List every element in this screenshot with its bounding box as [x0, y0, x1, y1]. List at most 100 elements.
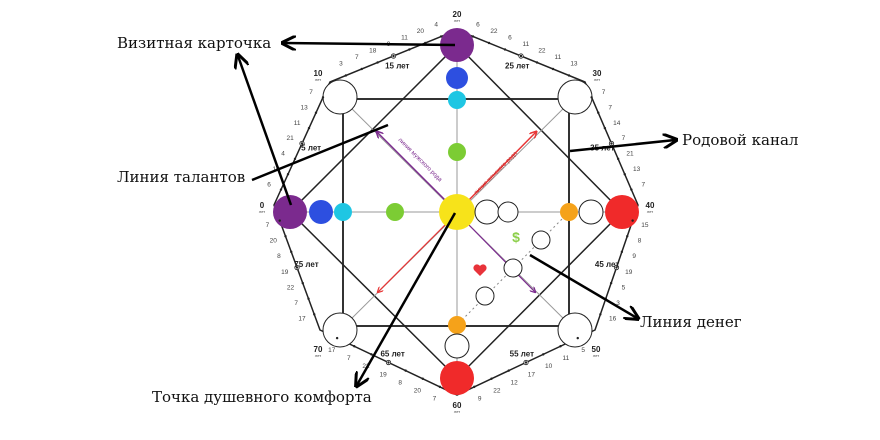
ancestral-channel-label: Родовой канал [682, 131, 798, 149]
soul-comfort-label: Точка душевного комфорта [152, 388, 372, 406]
edge-dot [286, 173, 290, 176]
edge-number: 18 [369, 47, 377, 54]
money-dotted-line [456, 211, 570, 326]
years-word: лет [315, 353, 321, 358]
edge-dot [314, 111, 318, 114]
edge-dot [387, 361, 390, 364]
edge-number: 4 [281, 151, 285, 158]
money-circle-3 [475, 286, 495, 306]
edge-number: 17 [298, 316, 306, 323]
edge-number: 21 [626, 151, 634, 158]
edge-number: 9 [478, 396, 482, 403]
edge-number: 7 [355, 54, 359, 61]
money-circle-1 [531, 230, 551, 250]
edge-number: 7 [602, 89, 606, 96]
edge-number: 21 [286, 135, 294, 142]
edge-number: 22 [287, 284, 295, 291]
edge-dot [567, 74, 571, 77]
mid-age-label: 55 лет [510, 349, 534, 358]
years-word: лет [454, 409, 460, 414]
edge-number: 20 [270, 238, 278, 245]
money-circle-2 [503, 258, 523, 278]
years-word: лет [259, 209, 265, 214]
edge-number: 7 [622, 135, 626, 142]
edge-number: 11 [401, 34, 408, 41]
ancestral-channel-arrow [569, 140, 675, 153]
edge-dot [295, 266, 299, 269]
left-green-circle [386, 203, 404, 221]
edge-number: 19 [625, 269, 633, 276]
age-label-20: 20 [453, 10, 462, 19]
edge-dot [473, 385, 476, 389]
edge-number: 22 [493, 388, 501, 395]
mid-age-label: 65 лет [380, 349, 404, 358]
edge-number: 6 [267, 181, 271, 188]
center-circle [439, 194, 475, 230]
right-white-circle-2 [497, 201, 519, 223]
edge-dot [630, 188, 633, 191]
edge-dot [404, 369, 407, 372]
edge-number: 17 [328, 347, 336, 354]
edge-number: 8 [277, 253, 281, 260]
edge-dot [615, 266, 618, 269]
edge-number: 7 [641, 181, 645, 188]
female-line-arrow [463, 132, 536, 206]
female-line-arrow-lower [378, 219, 451, 292]
bottom-orange-circle [448, 316, 466, 334]
edge-number: 4 [434, 21, 438, 28]
edge-dot [439, 35, 443, 38]
edge-dot [307, 126, 311, 130]
edge-number: 9 [632, 253, 636, 260]
years-word: лет [593, 353, 599, 358]
edge-dot [321, 96, 325, 99]
edge-number: 6 [476, 21, 480, 28]
years-word: лет [647, 209, 653, 214]
edge-dot [609, 281, 613, 285]
edge-number: 5 [622, 284, 626, 291]
edge-dot [542, 353, 545, 356]
edge-number: 11 [563, 355, 570, 362]
edge-number: 16 [609, 316, 617, 323]
mid-age-label: 75 лет [294, 260, 318, 269]
edge-dot [597, 111, 600, 114]
edge-dot [487, 41, 491, 45]
edge-number: 7 [294, 300, 298, 307]
soul-comfort-arrow [357, 212, 457, 385]
mid-age-label: 25 лет [505, 61, 529, 70]
mid-age-label: 5 лет [301, 144, 321, 153]
edge-dot [599, 313, 602, 316]
edge-dot [278, 219, 281, 222]
edge-dot [344, 74, 348, 77]
edge-dot [360, 67, 363, 71]
mid-age-label: 45 лет [595, 260, 619, 269]
edge-dot [438, 385, 442, 389]
edge-dot [507, 369, 510, 372]
edge-dot [370, 353, 373, 356]
edge-dot [293, 157, 297, 161]
age-label-60: 60 [453, 401, 462, 410]
edge-dot [610, 142, 613, 145]
talent-line-pointer [251, 123, 389, 182]
edge-number: 5 [581, 347, 585, 354]
edge-dot [576, 336, 579, 340]
edge-number: 13 [300, 104, 308, 111]
edge-number: 13 [633, 166, 641, 173]
age-label-0: 0 [260, 201, 265, 210]
left-blue-circle [309, 200, 333, 224]
left-cyan-circle [334, 203, 352, 221]
edge-dot [631, 219, 634, 222]
edge-dot [623, 173, 626, 176]
male-line-arrow-lower [463, 219, 535, 292]
age-30-circle [557, 79, 593, 115]
edge-dot [626, 235, 629, 238]
edge-number: 7 [433, 396, 437, 403]
age-label-30: 30 [593, 69, 602, 78]
edge-dot [300, 142, 304, 145]
edge-number: 19 [281, 269, 289, 276]
edge-dot [392, 54, 395, 58]
edge-dot [471, 35, 475, 38]
edge-number: 7 [347, 355, 351, 362]
edge-number: 7 [309, 89, 313, 96]
top-green-circle [448, 143, 466, 161]
edge-dot [551, 67, 555, 71]
